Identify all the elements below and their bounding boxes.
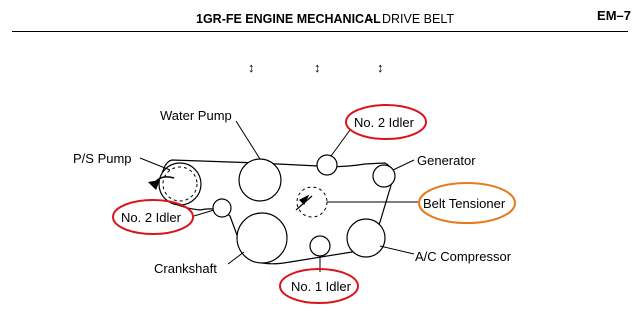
page-header: 1GR-FE ENGINE MECHANICAL – DRIVE BELT EM… [0,0,640,34]
leader-ac-compressor [379,245,415,255]
ac-compressor-pulley [346,218,386,258]
leader-no2-idler-top [330,129,351,157]
header-section: DRIVE BELT [382,12,455,26]
label-generator: Generator [417,153,476,168]
highlight-no2-idler-left [112,199,194,235]
leader-crankshaft [227,251,245,265]
highlight-no2-idler-top [345,104,427,140]
label-belt-tensioner: Belt Tensioner [423,196,506,211]
label-no1-idler: No. 1 Idler [291,279,351,294]
label-ac-compressor: A/C Compressor [415,249,512,264]
header-title: 1GR-FE ENGINE MECHANICAL [196,12,381,26]
highlight-belt-tensioner [418,182,516,224]
leader-water-pump [235,120,261,160]
no2-idler-left-pulley [212,198,232,218]
water-pump-pulley [238,158,282,202]
label-no2-idler-left: No. 2 Idler [121,210,181,225]
double-arrow-icon: ↕ [248,60,255,75]
label-water-pump: Water Pump [160,108,232,123]
generator-pulley [372,164,396,188]
crankshaft-pulley [236,212,288,264]
ps-pump-dashed-outline [162,166,198,202]
header-rule [12,31,628,32]
label-crankshaft: Crankshaft [154,261,217,276]
highlight-no1-idler [279,268,359,304]
tensioner-arrow-icon [298,194,310,206]
double-arrow-icon: ↕ [377,60,384,75]
page-number: EM–7 [597,8,631,23]
leader-ps-pump [139,157,171,171]
no2-idler-top-pulley [316,154,338,176]
double-arrow-icon: ↕ [314,60,321,75]
no1-idler-pulley [309,235,331,257]
label-no2-idler-top: No. 2 Idler [354,115,414,130]
header-separator: – [366,12,373,26]
leader-generator [392,159,415,171]
leader-no2-idler-left [193,209,215,217]
ps-pump-pulley [158,162,202,206]
label-ps-pump: P/S Pump [73,151,132,166]
